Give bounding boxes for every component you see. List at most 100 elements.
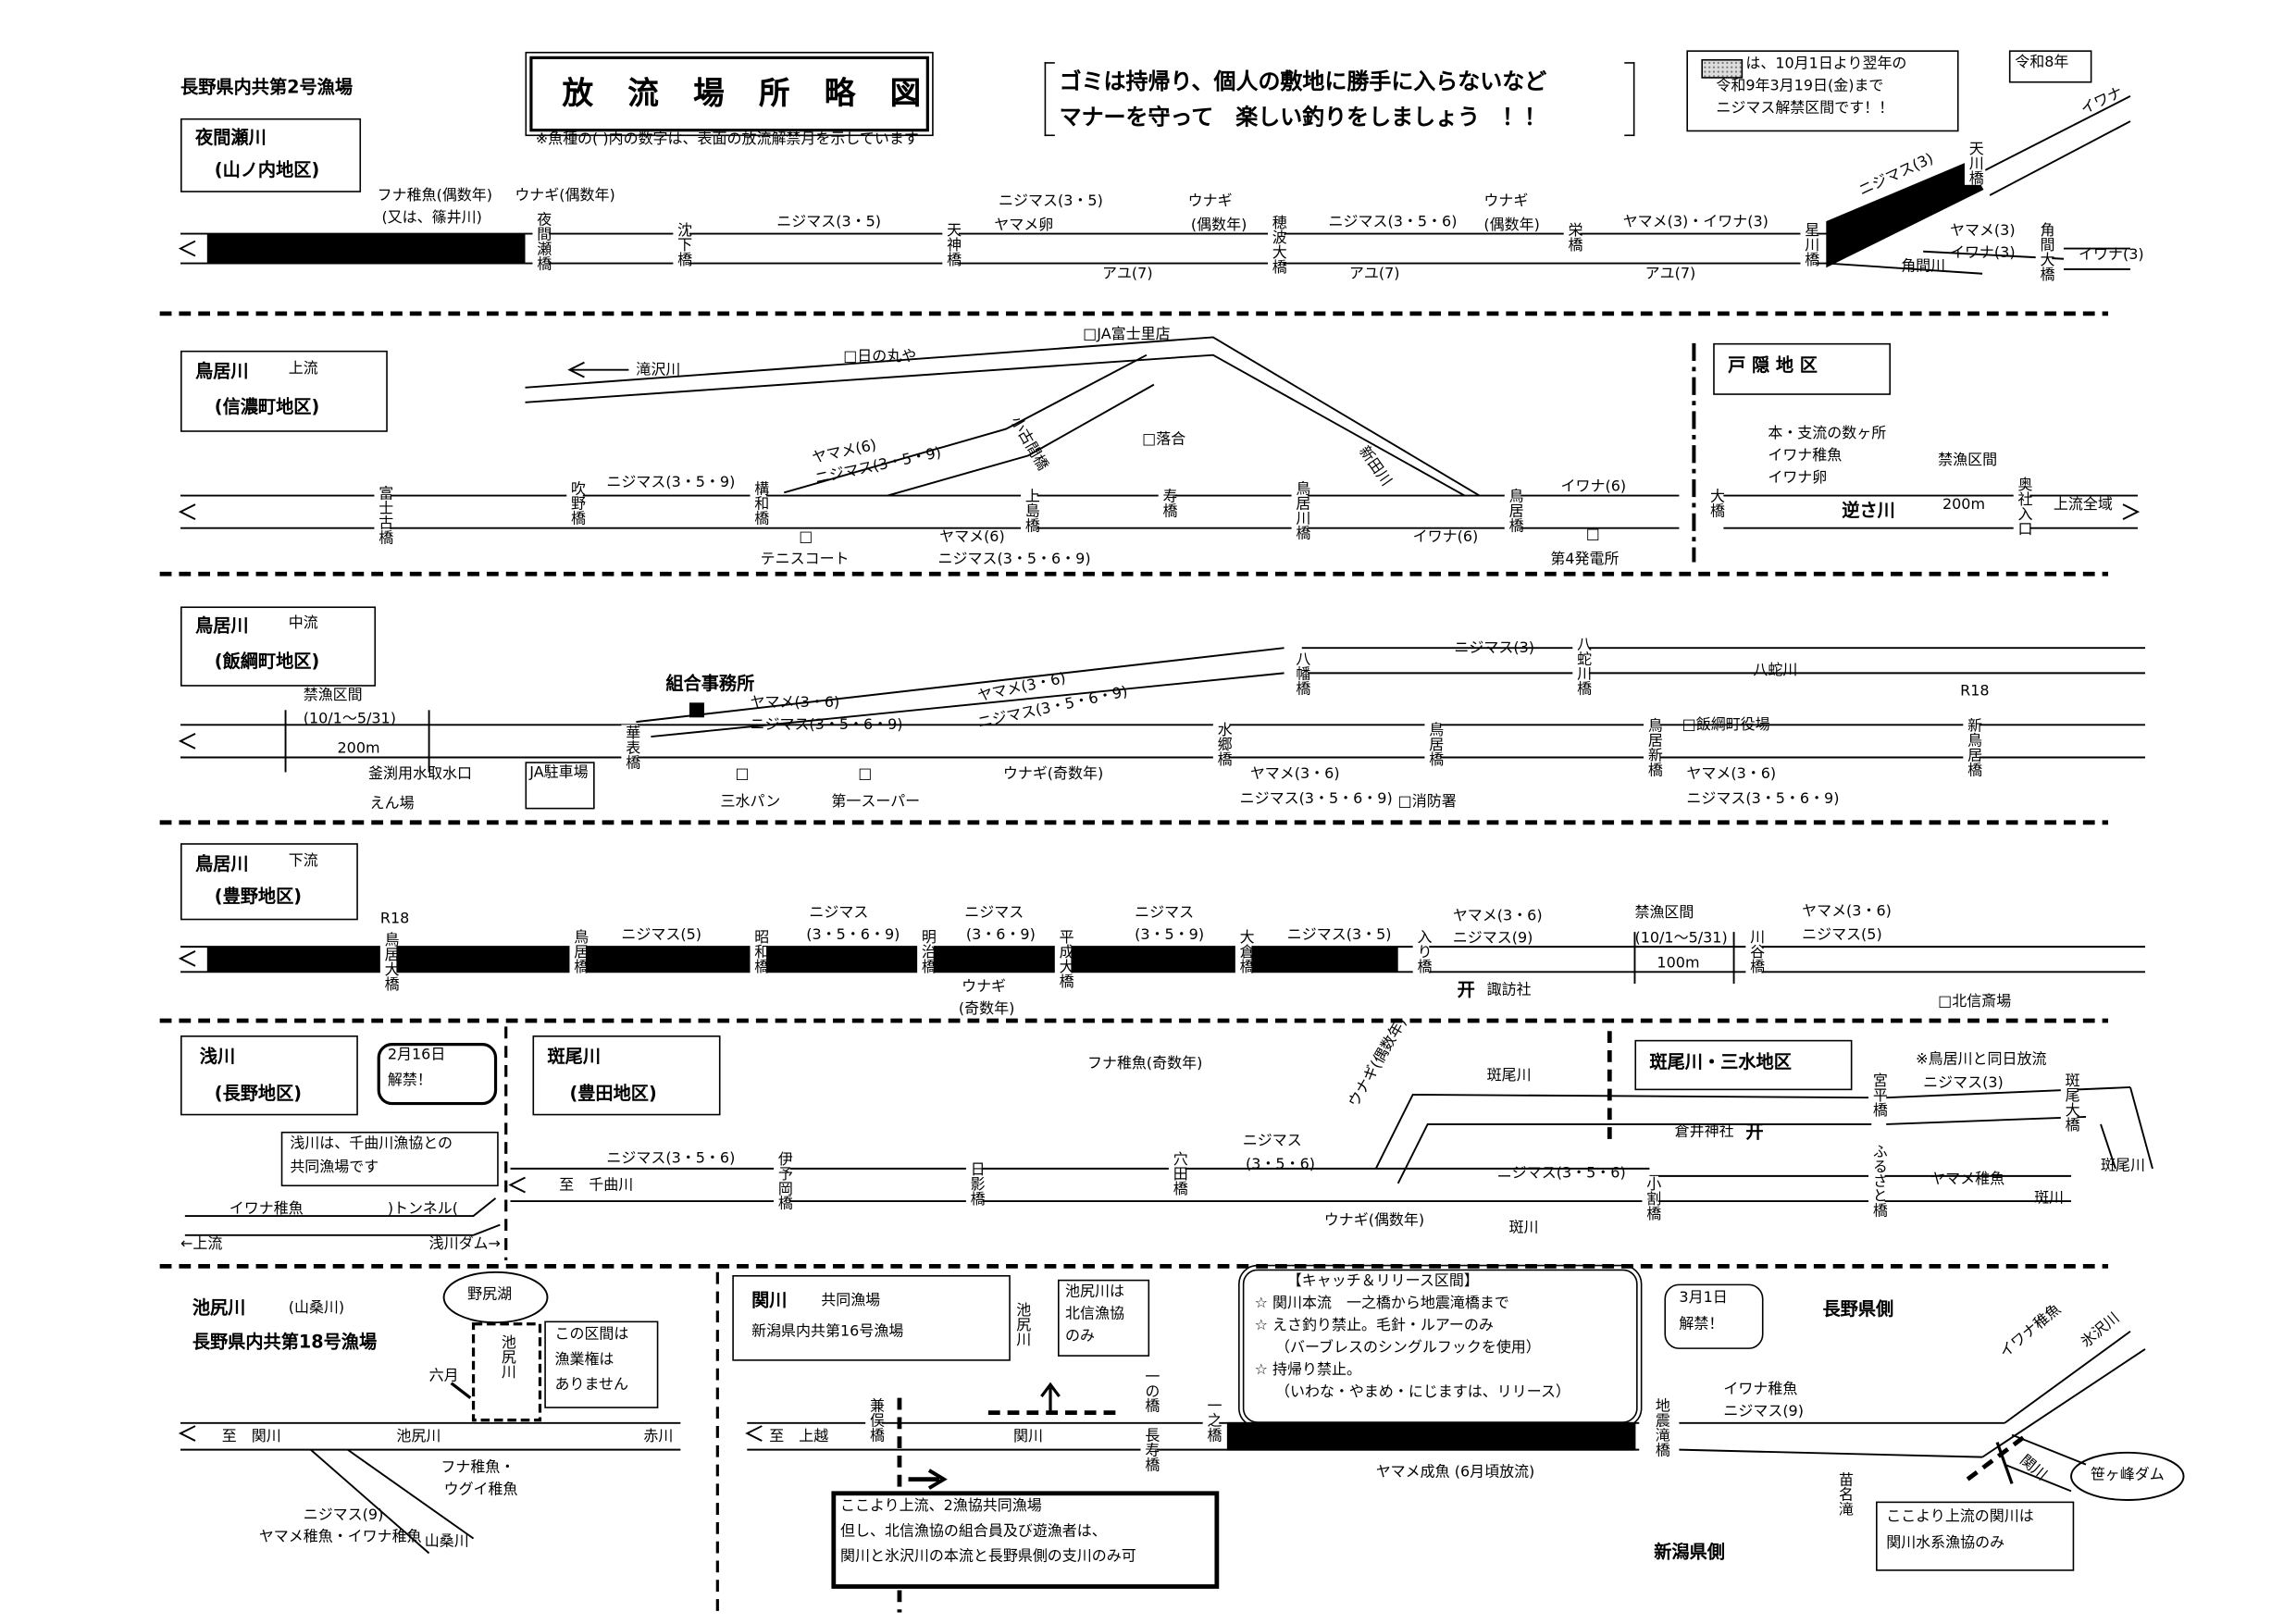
catch-release-box bbox=[1238, 1264, 1643, 1428]
s4-label-box bbox=[180, 843, 358, 921]
map-label-s5-title2: 斑尾川 bbox=[547, 1046, 602, 1067]
map-label-s2-title: 鳥居川 bbox=[195, 361, 249, 382]
bridge-label-s7-b1: 兼俣橋 bbox=[865, 1397, 883, 1443]
map-label-s7-r2: 関川 bbox=[1013, 1429, 1044, 1445]
bridge-label-s5-b7: 斑尾大橋 bbox=[2060, 1072, 2079, 1132]
map-label-s6-f4: ヤマメ稚魚・イワナ稚魚 bbox=[258, 1529, 422, 1546]
map-label-s3-k3: 200m bbox=[337, 740, 380, 758]
asakawa-note-box bbox=[280, 1131, 499, 1187]
map-label-s5-f7: ニジマス bbox=[1242, 1133, 1302, 1150]
map-label-s5-f2: フナ稚魚(奇数年) bbox=[1086, 1056, 1203, 1072]
s2-label-box bbox=[180, 350, 388, 432]
map-label-s7-cr5: （いわな・やまめ・にじますは、リリース） bbox=[1274, 1384, 1570, 1401]
map-label-s1-f3: ヤマメ卵 bbox=[994, 217, 1054, 234]
bridge-label-s4-b8: 川谷橋 bbox=[1745, 928, 1763, 973]
map-label-s5-up: ←上流 bbox=[180, 1236, 223, 1254]
map-label-s6-june: 六月 bbox=[428, 1368, 459, 1385]
map-label-header-notice3: ニジマス解禁区間です！！ bbox=[1716, 100, 1894, 118]
map-label-s1-r2: 角間川 bbox=[1901, 258, 1946, 276]
map-label-s4-k1: 禁漁区間 bbox=[1634, 905, 1694, 922]
bridge-label-s7-b4: 一之橋 bbox=[1202, 1397, 1221, 1443]
map-label-s1-f7: ニジマス(3・5・6) bbox=[1328, 214, 1458, 231]
map-label-s1-area: (山ノ内地区) bbox=[214, 159, 320, 181]
arrows bbox=[178, 240, 2141, 1490]
map-label-s6-nr1: この区間は bbox=[554, 1326, 629, 1344]
map-label-s1-f8: アユ(7) bbox=[1348, 266, 1400, 283]
map-label-s5-open2: 解禁！ bbox=[387, 1072, 432, 1089]
bridge-label-s4-b6: 大倉橋 bbox=[1235, 928, 1253, 973]
map-label-s7-j2: 但し、北信漁協の組合員及び遊漁者は、 bbox=[840, 1523, 1107, 1541]
map-label-s7-cr1: ☆ 関川本流 一之橋から地震滝橋まで bbox=[1254, 1295, 1509, 1312]
sanmizu-box bbox=[1634, 1039, 1853, 1091]
map-label-s7-fishery: 新潟県内共第16号漁場 bbox=[751, 1323, 904, 1341]
bridge-label-s2-b4: 上島橋 bbox=[1021, 488, 1038, 533]
map-label-s7-n3: のみ bbox=[1064, 1328, 1095, 1345]
map-label-s7-cr_title: 【キャッチ＆リリース区間】 bbox=[1286, 1273, 1479, 1290]
bridge-label-s1-b8: 角間大橋 bbox=[2035, 221, 2054, 281]
map-label-s3-f2: ニジマス(3・5・6・9) bbox=[750, 717, 903, 734]
map-label-s4-f5: (3・6・9) bbox=[965, 927, 1036, 944]
bridge-label-s4-b7: 入り橋 bbox=[1412, 928, 1431, 973]
bridge-label-s2-b8: 大橋 bbox=[1706, 488, 1723, 518]
map-label-s3-office: 組合事務所 bbox=[665, 673, 755, 694]
map-label-s5-f10: ウナギ(偶数年) bbox=[1323, 1212, 1425, 1230]
map-label-s7-cr_band: キャッチ＆リリース区間！！ bbox=[1301, 1430, 1533, 1452]
s3-label-box bbox=[180, 606, 377, 687]
map-label-s3-f1: ヤマメ(3・6) bbox=[750, 695, 840, 712]
map-label-s4-dest: 至 千曲川 bbox=[236, 952, 311, 970]
map-label-s2-r1: 滝沢川 bbox=[636, 362, 681, 379]
map-label-s2-up: 上流全域 bbox=[2053, 497, 2113, 514]
bridge-label-s3-b1: 華表橋 bbox=[621, 725, 639, 770]
map-label-s3-p6: 三水パン bbox=[720, 794, 781, 812]
slogan-bracket-left bbox=[1044, 62, 1055, 137]
sekigawa-open-box bbox=[1664, 1283, 1764, 1349]
map-label-s1-f9: ウナギ bbox=[1483, 193, 1529, 211]
map-label-s1-f16: イワナ(3) bbox=[1949, 245, 2016, 262]
bridge-label-s3-b5: 鳥居橋 bbox=[1424, 722, 1442, 767]
map-label-s7-j3: 関川と氷沢川の本流と長野県側の支川のみ可 bbox=[840, 1548, 1136, 1566]
map-label-s7-f3: ニジマス(9) bbox=[1723, 1404, 1804, 1420]
ja-parking-box bbox=[525, 762, 595, 810]
map-label-s5-p1: )トンネル( bbox=[387, 1201, 458, 1218]
map-label-s4-f13: ヤマメ(3・6) bbox=[1802, 903, 1892, 921]
map-label-s4-f9: (3・5・9) bbox=[1135, 927, 1205, 944]
map-label-s4-area: (豊野地区) bbox=[214, 886, 303, 907]
map-label-s6-f3: ニジマス(9) bbox=[303, 1506, 384, 1524]
bridge-label-s1-b5: 栄橋 bbox=[1563, 221, 1582, 252]
map-label-s2-k2: 200m bbox=[1942, 497, 1986, 514]
map-label-s4-f11: ヤマメ(3・6) bbox=[1452, 908, 1543, 925]
map-label-s5-district: 斑尾川・三水地区 bbox=[1649, 1051, 1792, 1072]
map-label-s5-f11: ヤマメ稚魚 bbox=[1930, 1172, 2005, 1188]
bridge-label-s7-r1: 池尻川 bbox=[1011, 1301, 1029, 1346]
bridge-label-s4-b4: 明治橋 bbox=[917, 928, 935, 973]
map-label-s3-f5: ニジマス(3) bbox=[1454, 640, 1535, 657]
map-label-s6-r4: 山桑川 bbox=[424, 1533, 469, 1551]
bridge-label-s2-b5: 寿橋 bbox=[1158, 488, 1176, 518]
map-label-s2-f1: ニジマス(3・5・9) bbox=[606, 475, 736, 491]
map-label-s1-f1: ニジマス(3・5) bbox=[776, 214, 882, 231]
map-label-s2-f7: イワナ(6) bbox=[1560, 478, 1627, 496]
map-label-s6-fishery: 長野県内共第18号漁場 bbox=[192, 1331, 378, 1353]
bridge-label-s1-b4: 穂波大橋 bbox=[1268, 214, 1285, 274]
map-label-s3-p5: □ bbox=[735, 766, 750, 783]
bridge-label-s2-b9: 奥社入口 bbox=[2013, 476, 2031, 536]
map-label-s3-f6: ウナギ(奇数年) bbox=[1002, 766, 1104, 783]
map-label-s6-nr2: 漁業権は bbox=[554, 1352, 614, 1369]
map-label-header-notice2: 令和9年3月19日(金)まで bbox=[1716, 78, 1884, 95]
map-label-s3-p7: □ bbox=[858, 766, 873, 783]
bridge-label-s3-b2: 水郷橋 bbox=[1212, 722, 1231, 767]
map-label-s3-p3: JA駐車場 bbox=[529, 764, 589, 782]
map-label-s2-f6: イワナ(6) bbox=[1412, 529, 1479, 546]
bridge-label-s2-b3: 構和橋 bbox=[750, 480, 767, 526]
map-label-s5-f4: ※鳥居川と同日放流 bbox=[1916, 1051, 2047, 1069]
map-label-s7-dest: 至 上越 bbox=[769, 1429, 829, 1445]
map-label-s5-note2: 共同漁場です bbox=[290, 1159, 379, 1176]
bridge-label-s3-b6: 鳥居新橋 bbox=[1644, 717, 1661, 777]
map-label-s4-k2: (10/1～5/31) bbox=[1634, 930, 1728, 948]
map-label-s6-r2: 池尻川 bbox=[396, 1429, 441, 1445]
map-label-s3-p8: 第一スーパー bbox=[831, 794, 921, 812]
map-label-s7-cr4: ☆ 持帰り禁止。 bbox=[1254, 1362, 1361, 1379]
map-label-s5-r1: 斑尾川 bbox=[1486, 1068, 1532, 1085]
map-label-s1-f12: アユ(7) bbox=[1644, 266, 1696, 283]
notice-box bbox=[1686, 50, 1959, 132]
